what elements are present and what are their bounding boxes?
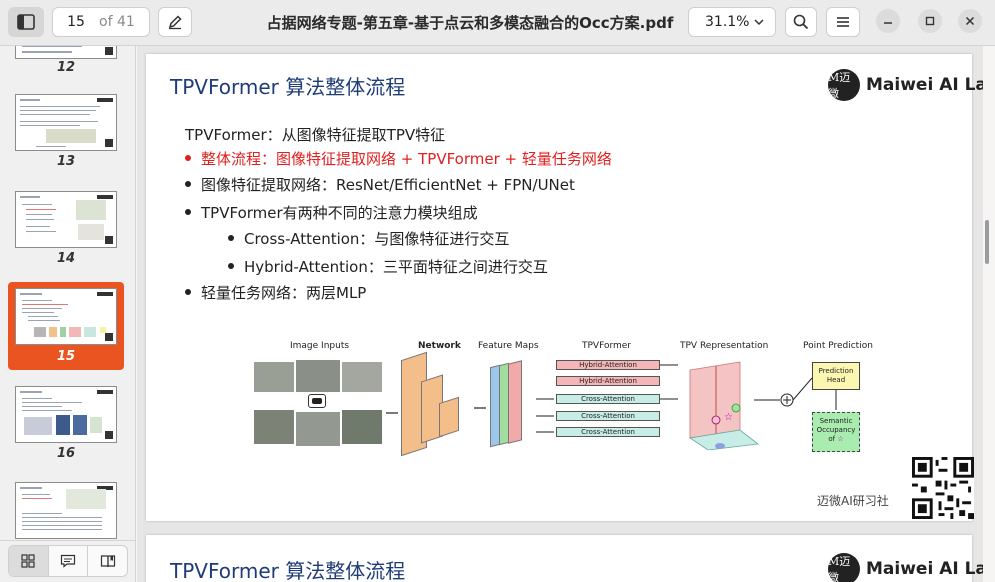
close-icon bbox=[965, 16, 975, 26]
chevron-down-icon bbox=[754, 19, 764, 26]
prediction-head-box: Prediction Head bbox=[812, 362, 860, 390]
watermark-text: 迈微AI研习社 bbox=[817, 494, 889, 508]
thumbnail-page-17[interactable] bbox=[8, 478, 124, 548]
thumbnail-label: 16 bbox=[56, 446, 76, 461]
zoom-value: 31.1% bbox=[705, 14, 750, 30]
slide-title: TPVFormer 算法整体流程 bbox=[170, 559, 406, 582]
label-tpvformer: TPVFormer bbox=[582, 341, 631, 351]
thumbnail-label: 13 bbox=[56, 154, 76, 169]
slide-sub-bullet: Hybrid-Attention：三平面特征之间进行交互 bbox=[228, 256, 548, 277]
grid-icon bbox=[21, 554, 35, 568]
qr-code-icon bbox=[912, 457, 974, 519]
semantic-occupancy-line: Semantic bbox=[819, 417, 853, 425]
tpv-planes: ☆ bbox=[680, 360, 760, 451]
logo-mark: M迈微 bbox=[828, 553, 860, 582]
slide-bullet: 轻量任务网络：两层MLP bbox=[185, 282, 366, 303]
zoom-dropdown[interactable]: 31.1% bbox=[688, 7, 776, 37]
pdf-page: TPVFormer 算法整体流程 M迈微 Maiwei AI Lab TPVFo… bbox=[146, 54, 983, 521]
logo-mark: M迈微 bbox=[828, 69, 860, 101]
sidebar-footer bbox=[0, 540, 135, 582]
thumbnail-label: 14 bbox=[56, 251, 76, 266]
maximize-button[interactable] bbox=[918, 9, 942, 33]
thumbnail-image bbox=[15, 386, 117, 443]
hybrid-attention-block: Hybrid-Attention bbox=[556, 376, 660, 386]
svg-text:☆: ☆ bbox=[724, 412, 733, 423]
cross-attention-block: Cross-Attention bbox=[556, 394, 660, 404]
thumbnail-label: 12 bbox=[56, 60, 76, 75]
label-image-inputs: Image Inputs bbox=[290, 341, 350, 351]
slide-sub-bullet: Cross-Attention：与图像特征进行交互 bbox=[228, 228, 509, 249]
lab-logo: M迈微 Maiwei AI Lab bbox=[828, 553, 983, 582]
cross-attention-block: Cross-Attention bbox=[556, 411, 660, 421]
page-number-input[interactable]: 15 bbox=[67, 14, 85, 30]
sidebar-icon bbox=[17, 14, 35, 30]
slide-bullet: 图像特征提取网络：ResNet/EfficientNet + FPN/UNet bbox=[185, 174, 575, 195]
semantic-occupancy-line: Occupancy bbox=[816, 426, 856, 434]
book-icon bbox=[100, 555, 115, 568]
thumbnail-page-15[interactable]: 15 bbox=[8, 282, 124, 370]
star-icon: ☆ bbox=[837, 435, 844, 443]
sidebar-mode-switcher bbox=[8, 545, 128, 577]
slide-line: TPVFormer：从图像特征提取TPV特征 bbox=[185, 126, 446, 144]
thumbnail-image bbox=[15, 482, 117, 539]
document-title: 占据网络专题-第五章-基于点云和多模态融合的Occ方案.pdf bbox=[266, 14, 674, 32]
minimize-button[interactable] bbox=[876, 9, 900, 33]
page-total: of 41 bbox=[99, 14, 135, 30]
thumbnails-mode-button[interactable] bbox=[9, 546, 49, 576]
thumbnail-image bbox=[15, 46, 117, 59]
comment-icon bbox=[60, 554, 76, 568]
hybrid-attention-block: Hybrid-Attention bbox=[556, 360, 660, 370]
tpv-grid: ☆ bbox=[688, 361, 760, 451]
attention-stack: Hybrid-Attention Hybrid-Attention Cross-… bbox=[556, 360, 660, 450]
bookmarks-mode-button[interactable] bbox=[88, 546, 127, 576]
prediction-head-line: Head bbox=[826, 376, 846, 384]
sidebar-toggle-button[interactable] bbox=[8, 7, 44, 37]
semantic-occupancy-box: Semantic Occupancy of ☆ bbox=[812, 412, 860, 452]
thumbnail-page-14[interactable]: 14 bbox=[8, 187, 124, 271]
label-feature-maps: Feature Maps bbox=[478, 341, 539, 351]
thumbnail-page-16[interactable]: 16 bbox=[8, 382, 124, 466]
pdf-page-next: TPVFormer 算法整体流程 M迈微 Maiwei AI Lab bbox=[146, 535, 983, 582]
slide-title: TPVFormer 算法整体流程 bbox=[170, 75, 406, 99]
header-bar: 15 of 41 占据网络专题-第五章-基于点云和多模态融合的Occ方案.pdf… bbox=[0, 0, 995, 46]
page-number-box: 15 of 41 bbox=[52, 7, 150, 37]
thumbnail-label: 15 bbox=[56, 349, 76, 364]
cross-attention-block: Cross-Attention bbox=[556, 427, 660, 437]
thumbnail-page-13[interactable]: 13 bbox=[8, 90, 124, 174]
main-menu-button[interactable] bbox=[826, 7, 860, 37]
car-icon bbox=[308, 394, 326, 408]
hamburger-menu-icon bbox=[837, 17, 849, 27]
annotations-mode-button[interactable] bbox=[49, 546, 89, 576]
annotate-button[interactable] bbox=[158, 7, 192, 37]
logo-text: Maiwei AI Lab bbox=[866, 559, 983, 579]
document-scrollbar[interactable] bbox=[985, 220, 989, 264]
tpvformer-pipeline-diagram: Image Inputs Network Feature Maps TPVFor… bbox=[246, 338, 886, 458]
camera-images bbox=[254, 360, 384, 450]
search-button[interactable] bbox=[785, 7, 817, 37]
close-button[interactable] bbox=[958, 9, 982, 33]
prediction-head-line: Prediction bbox=[818, 367, 854, 375]
lab-logo: M迈微 Maiwei AI Lab bbox=[828, 69, 983, 101]
pencil-icon bbox=[168, 15, 182, 30]
diagram-arrows bbox=[386, 364, 837, 433]
document-view[interactable]: TPVFormer 算法整体流程 M迈微 Maiwei AI Lab TPVFo… bbox=[137, 46, 983, 582]
search-icon bbox=[793, 14, 809, 30]
label-network: Network bbox=[418, 341, 461, 351]
thumbnail-sidebar: 12 13 1 bbox=[0, 46, 136, 582]
thumbnail-page-12[interactable]: 12 bbox=[8, 46, 124, 76]
logo-text: Maiwei AI Lab bbox=[866, 75, 983, 95]
semantic-occupancy-line: of ☆ bbox=[828, 435, 844, 443]
slide-bullet: 整体流程：图像特征提取网络 + TPVFormer + 轻量任务网络 bbox=[185, 148, 612, 169]
slide-bullet: TPVFormer有两种不同的注意力模块组成 bbox=[185, 202, 478, 223]
thumbnail-image bbox=[15, 191, 117, 248]
label-point-prediction: Point Prediction bbox=[803, 341, 873, 351]
minimize-icon bbox=[884, 22, 892, 24]
thumbnail-image bbox=[15, 94, 117, 151]
label-tpv-representation: TPV Representation bbox=[680, 341, 769, 351]
maximize-icon bbox=[925, 16, 935, 26]
thumbnail-image bbox=[15, 288, 117, 345]
